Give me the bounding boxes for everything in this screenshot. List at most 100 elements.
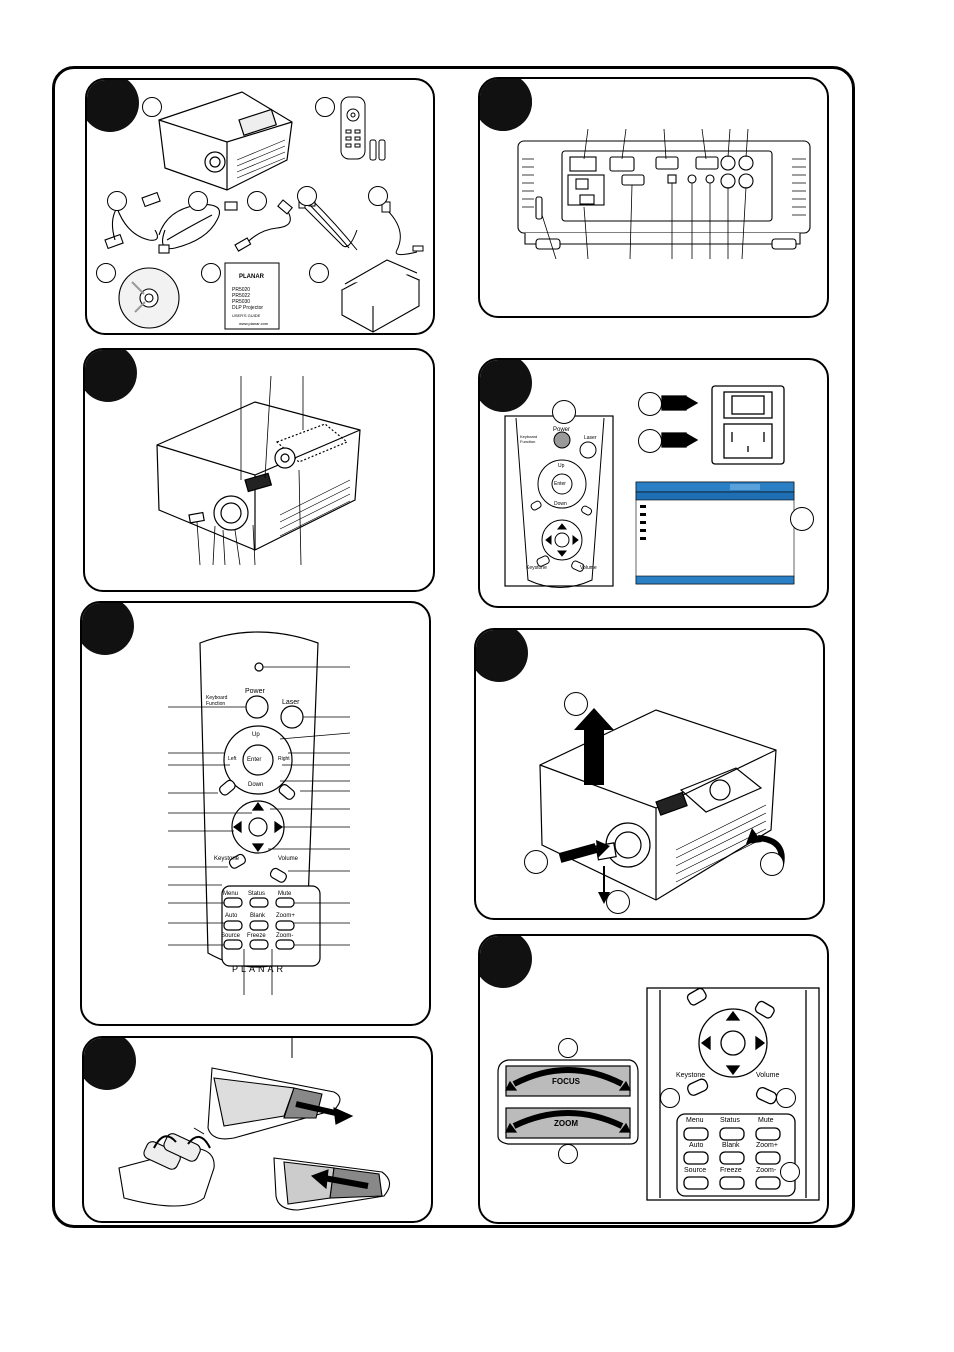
callout-circle (188, 191, 208, 211)
remote-zoomminus-label: Zoom- (276, 933, 294, 939)
callout-circle (142, 97, 162, 117)
callout-circle (309, 263, 329, 283)
closeup-zoomminus-label: Zoom- (756, 1167, 777, 1174)
manual-model-1: PR5020 (232, 287, 251, 293)
step-tab (480, 79, 532, 131)
press-arrow-icon (558, 843, 598, 863)
outer-frame (52, 66, 855, 1228)
panel-projector-overview (83, 348, 435, 592)
callout-circle (558, 1038, 578, 1058)
remote-power-label: Power (245, 688, 265, 695)
usb-port (667, 174, 677, 184)
remote-brand-label: PLANAR (232, 964, 287, 974)
callout-circle (760, 852, 784, 876)
remote-up-label: Up (252, 732, 260, 738)
panel-remote-control: Keyboard Function Power Laser Up Enter D… (80, 601, 431, 1026)
closeup-mute-label: Mute (758, 1117, 774, 1124)
callout-circle (776, 1088, 796, 1108)
callout-circle (780, 1162, 800, 1182)
power-button (245, 695, 269, 719)
panel-focus-zoom: FOCUS ZOOM Keystone Volume Menu Status M… (478, 934, 829, 1224)
panel-height-adjust (474, 628, 825, 920)
remote-keystone-label: Keystone (214, 856, 240, 862)
remote-left-label: Left (228, 756, 237, 762)
remote-icon (340, 96, 386, 161)
closeup-zoomplus-label: Zoom+ (756, 1142, 778, 1149)
panel-power-on: Power Laser Keyboard Function Up Enter D… (478, 358, 829, 608)
step-tab (480, 936, 532, 988)
manual-icon (224, 262, 280, 330)
closeup-keystone-label: Keystone (676, 1072, 706, 1079)
vent-grille (522, 158, 806, 216)
remote-status-label: Status (248, 891, 266, 897)
manual-brand: PLANAR (239, 274, 264, 280)
callout-circle (297, 186, 317, 206)
callout-circle (552, 400, 576, 424)
audio-in-port (687, 174, 697, 184)
enter-button (242, 744, 274, 776)
remote-volume-label: Volume (278, 856, 299, 862)
manual-model-2: PR5022 (232, 293, 251, 299)
callout-circle (315, 97, 335, 117)
vga-in-port (655, 156, 679, 170)
cd-icon (118, 267, 180, 329)
height-adjust-art (539, 708, 785, 904)
carry-case-icon (340, 259, 421, 333)
step-tab (85, 350, 137, 402)
power-switch-art (661, 385, 785, 465)
callout-circle (107, 191, 127, 211)
leader-lines (196, 375, 304, 566)
power-cord-icon (158, 201, 238, 254)
remote-right-label: Right (278, 756, 290, 762)
power4-down-label: Down (554, 501, 567, 507)
step-tab (480, 360, 532, 412)
remote-enter-label: Enter (247, 757, 262, 763)
callout-circle (96, 263, 116, 283)
projector-front-art (156, 375, 361, 566)
panel-rear-connectors (478, 77, 829, 318)
power4-up-label: Up (558, 463, 565, 469)
leader-lines (168, 666, 351, 995)
callout-circle (790, 507, 814, 531)
remote-power-button (553, 431, 571, 449)
callout-circle (247, 191, 267, 211)
remote-mute-label: Mute (278, 891, 292, 897)
manual-model-3: PR5030 (232, 299, 251, 305)
osd-screen (635, 481, 795, 585)
closeup-blank-label: Blank (722, 1142, 740, 1149)
package-contents-art (104, 91, 424, 333)
leader-lines (541, 128, 749, 260)
callout-circle (606, 890, 630, 914)
panel-battery-install (82, 1036, 433, 1223)
remote-control-art (168, 631, 351, 995)
projector-icon (158, 91, 293, 191)
focus-zoom-art (497, 987, 820, 1201)
closeup-volume-label: Volume (756, 1072, 780, 1079)
callout-circle (558, 1144, 578, 1164)
manual-product: DLP Projector (232, 305, 264, 311)
callout-circle (660, 1088, 680, 1108)
vga-cable-icon (104, 191, 161, 250)
step-tab (82, 603, 134, 655)
manual-url: www.planar.com (239, 321, 269, 326)
vga-out-port (695, 156, 719, 170)
laser-button (280, 705, 304, 729)
closeup-source-label: Source (684, 1167, 707, 1174)
step-tab (84, 1038, 136, 1090)
power4-enter-label: Enter (554, 481, 566, 487)
rear-panel-art (517, 128, 811, 260)
power-on-art (504, 385, 795, 588)
zoom-label: ZOOM (554, 1119, 578, 1128)
callout-circle (638, 392, 662, 416)
port-label (569, 156, 597, 172)
audio-out-port (705, 174, 715, 184)
panel-package-contents: PLANAR PR5020 PR5022 PR5030 DLP Projecto… (85, 78, 435, 335)
audio-cable-icon (381, 201, 424, 256)
closeup-menu-label: Menu (686, 1117, 704, 1124)
lens-ring (497, 1059, 639, 1145)
remote-freeze-label: Freeze (247, 933, 266, 939)
remote-blank-label: Blank (250, 913, 266, 919)
step-tab (476, 630, 528, 682)
remote-keyboard-label: Keyboard Function (206, 695, 228, 707)
